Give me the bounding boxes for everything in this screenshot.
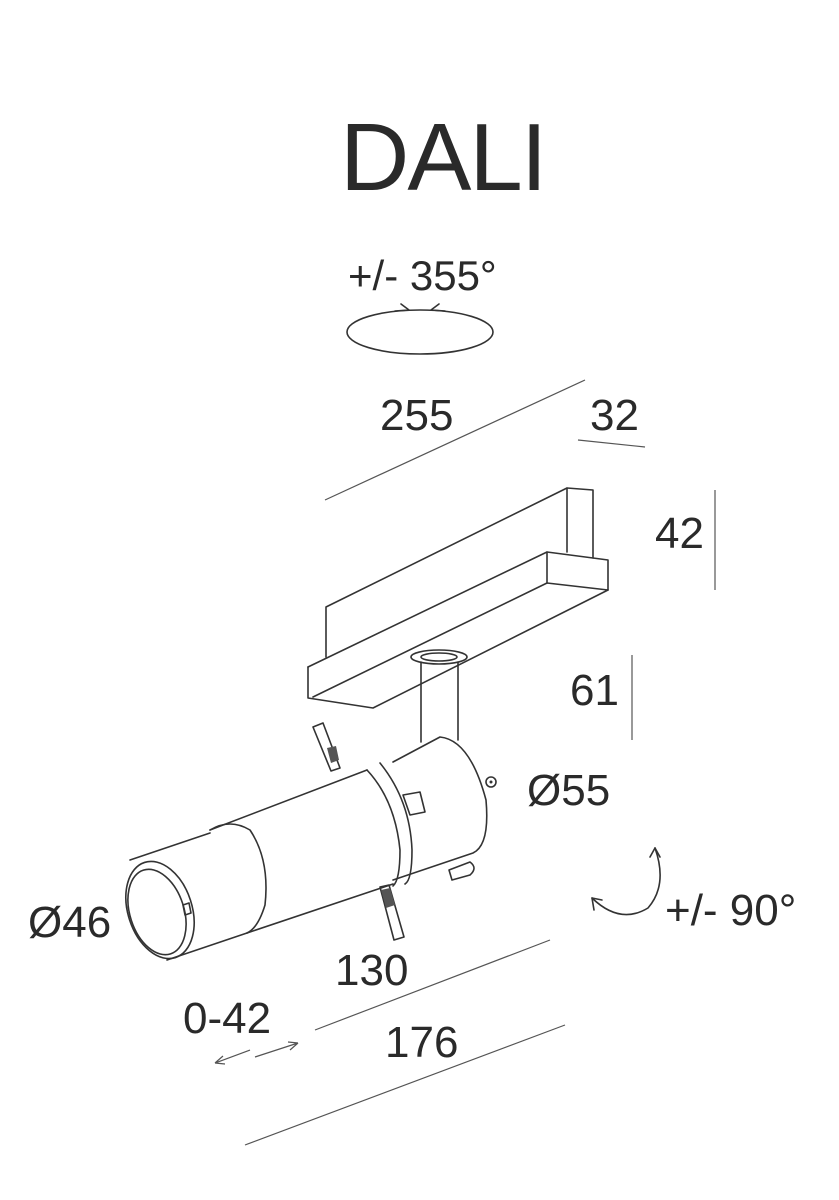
dim-0-42: 0-42 bbox=[183, 994, 271, 1043]
rotation-355-indicator bbox=[346, 303, 494, 355]
arrow-icon bbox=[591, 897, 603, 911]
track-adapter bbox=[307, 487, 609, 709]
projector-body bbox=[125, 736, 497, 961]
dim-d55: Ø55 bbox=[527, 766, 610, 815]
arrow-icon bbox=[649, 847, 661, 858]
arrow-icon bbox=[394, 303, 410, 312]
title: DALI bbox=[340, 104, 545, 211]
zoom-travel-arrows bbox=[214, 1041, 299, 1065]
dim-61: 61 bbox=[570, 666, 619, 715]
dim-176: 176 bbox=[385, 1018, 458, 1067]
dim-42: 42 bbox=[655, 509, 704, 558]
rotation-ellipse bbox=[346, 309, 494, 355]
adjustment-knob-top[interactable] bbox=[312, 722, 341, 772]
adjustment-knob-bottom[interactable] bbox=[379, 884, 405, 941]
dim-line-32 bbox=[577, 439, 646, 448]
dim-32: 32 bbox=[590, 391, 639, 440]
dim-130: 130 bbox=[335, 946, 408, 995]
stem bbox=[410, 649, 468, 743]
tilt-label: +/- 90° bbox=[665, 886, 796, 935]
tilt-arc bbox=[591, 847, 661, 916]
dim-line-130 bbox=[314, 939, 551, 1031]
dim-255: 255 bbox=[380, 391, 453, 440]
dim-d46: Ø46 bbox=[28, 898, 111, 947]
arrow-icon bbox=[430, 303, 446, 312]
tilt-indicator bbox=[591, 847, 661, 916]
rotation-label: +/- 355° bbox=[348, 252, 497, 299]
dim-line-176 bbox=[244, 1024, 566, 1146]
dim-line-255 bbox=[324, 379, 586, 501]
